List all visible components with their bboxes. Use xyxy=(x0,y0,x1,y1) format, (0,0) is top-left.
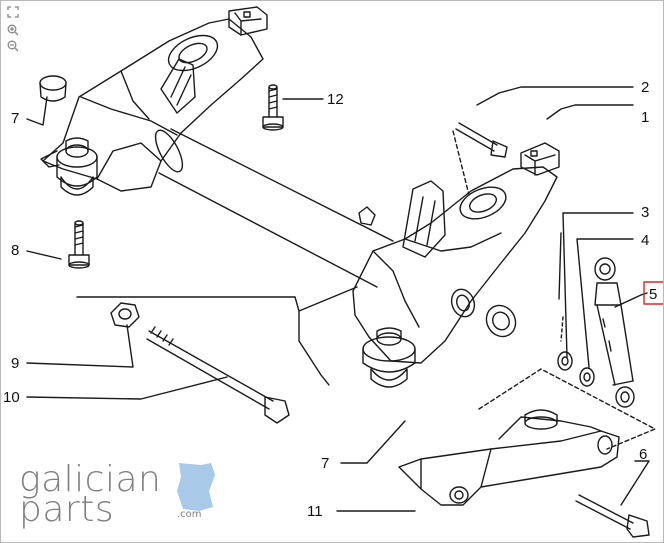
galicianparts-logo: galician parts .com xyxy=(13,459,223,530)
bushing-part-7 xyxy=(39,75,67,102)
lower-bracket-part-11 xyxy=(398,409,620,506)
washer-pair-3 xyxy=(557,351,595,387)
callout-10[interactable]: 10 xyxy=(3,389,20,406)
reset-icon xyxy=(7,6,19,18)
callout-9[interactable]: 9 xyxy=(11,355,19,372)
callout-7-top[interactable]: 7 xyxy=(11,110,19,127)
shock-absorber-part-5 xyxy=(594,257,635,408)
reset-view-button[interactable] xyxy=(5,5,21,19)
logo-suffix: .com xyxy=(177,509,202,520)
nut-part-9 xyxy=(110,302,140,328)
callout-7-bottom[interactable]: 7 xyxy=(321,455,329,472)
callout-11[interactable]: 11 xyxy=(307,503,323,520)
zoom-in-icon xyxy=(7,24,19,36)
callout-6[interactable]: 6 xyxy=(639,446,647,463)
callout-12[interactable]: 12 xyxy=(327,91,344,108)
bolt-part-12 xyxy=(262,84,284,131)
callout-5[interactable]: 5 xyxy=(649,286,657,303)
bolt-part-10 xyxy=(146,326,290,424)
rear-crossmember xyxy=(40,6,560,388)
bolt-part-8 xyxy=(68,220,90,269)
bolt-part-6 xyxy=(575,494,650,538)
callout-8[interactable]: 8 xyxy=(11,242,19,259)
callout-4[interactable]: 4 xyxy=(641,232,649,249)
logo-line-2: parts xyxy=(19,489,115,530)
callout-1[interactable]: 1 xyxy=(641,109,649,126)
zoom-in-button[interactable] xyxy=(5,23,21,37)
zoom-out-icon xyxy=(7,40,19,52)
logo-line-1: galician xyxy=(19,459,162,500)
callout-2[interactable]: 2 xyxy=(641,79,649,96)
spain-map-icon xyxy=(177,463,215,511)
callout-labels: 7 12 2 1 8 3 4 5 9 10 7 11 6 xyxy=(3,79,657,520)
callout-3[interactable]: 3 xyxy=(641,204,649,221)
highlight-frame xyxy=(643,281,663,305)
bolt-part-2 xyxy=(455,122,508,158)
zoom-out-button[interactable] xyxy=(5,39,21,53)
leader-lines xyxy=(26,86,656,512)
